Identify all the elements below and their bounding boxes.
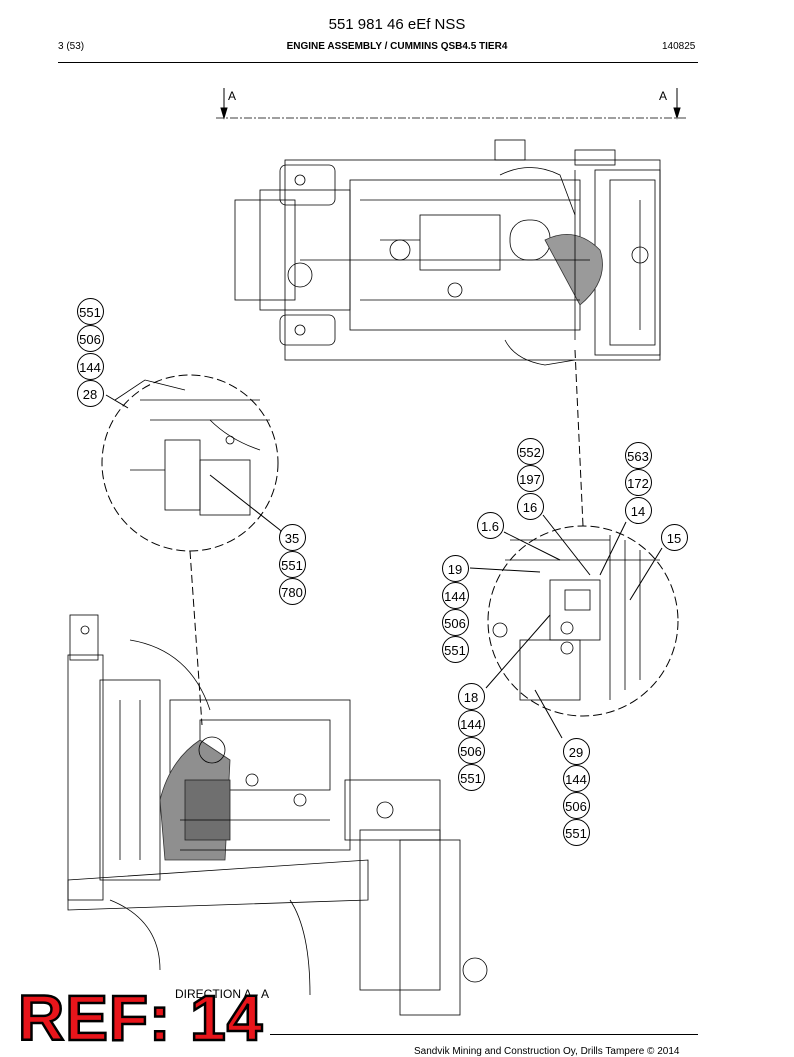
- callout-balloon: 35: [278, 523, 306, 551]
- detail-circle-right: [469, 514, 679, 739]
- callout-balloon: 144: [76, 352, 104, 380]
- callout-balloon: 551: [457, 763, 485, 791]
- detail-circle-left: [101, 374, 281, 552]
- callout-balloon: 29: [562, 737, 590, 765]
- callout-balloon: 551: [441, 635, 469, 663]
- document-number: 551 981 46 eEf NSS: [328, 16, 466, 33]
- callout-balloon: 506: [76, 324, 104, 352]
- callout-balloon: 14: [624, 496, 652, 524]
- assembly-title: ENGINE ASSEMBLY / CUMMINS QSB4.5 TIER4: [286, 41, 508, 52]
- reference-stamp: REF: 14: [17, 982, 264, 1054]
- callout-balloon: 551: [562, 818, 590, 846]
- callout-balloon: 551: [278, 550, 306, 578]
- callout-balloon: 144: [562, 764, 590, 792]
- callout-balloon: 197: [516, 464, 544, 492]
- view-direction-label: DIRECTION A - A: [175, 987, 270, 1001]
- page-number: 3 (53): [58, 41, 85, 52]
- header-rule: [58, 62, 698, 63]
- engine-top-view: [234, 139, 661, 366]
- callout-balloon: 16: [516, 492, 544, 520]
- callout-balloon: 780: [278, 577, 306, 605]
- callout-balloon: 144: [457, 709, 485, 737]
- document-date: 140825: [662, 41, 696, 52]
- callout-balloon: 551: [76, 297, 104, 325]
- callout-balloon: 15: [660, 523, 688, 551]
- callout-balloon: 19: [441, 554, 469, 582]
- callout-balloon: 172: [624, 468, 652, 496]
- footer-rule: [270, 1034, 698, 1035]
- callout-balloon: 144: [441, 581, 469, 609]
- callout-balloon: 552: [516, 437, 544, 465]
- callout-balloon: 506: [441, 608, 469, 636]
- section-marker-left: A: [228, 89, 236, 103]
- callout-balloon: 563: [624, 441, 652, 469]
- callout-balloon: 506: [562, 791, 590, 819]
- callout-balloon: 506: [457, 736, 485, 764]
- callout-balloon: 18: [457, 682, 485, 710]
- callout-balloon: 28: [76, 379, 104, 407]
- section-line-a-a: [216, 88, 686, 120]
- engine-side-view: [67, 614, 488, 1016]
- copyright-notice: Sandvik Mining and Construction Oy, Dril…: [414, 1046, 680, 1057]
- section-marker-right: A: [659, 89, 667, 103]
- callout-balloon: 1.6: [476, 511, 504, 539]
